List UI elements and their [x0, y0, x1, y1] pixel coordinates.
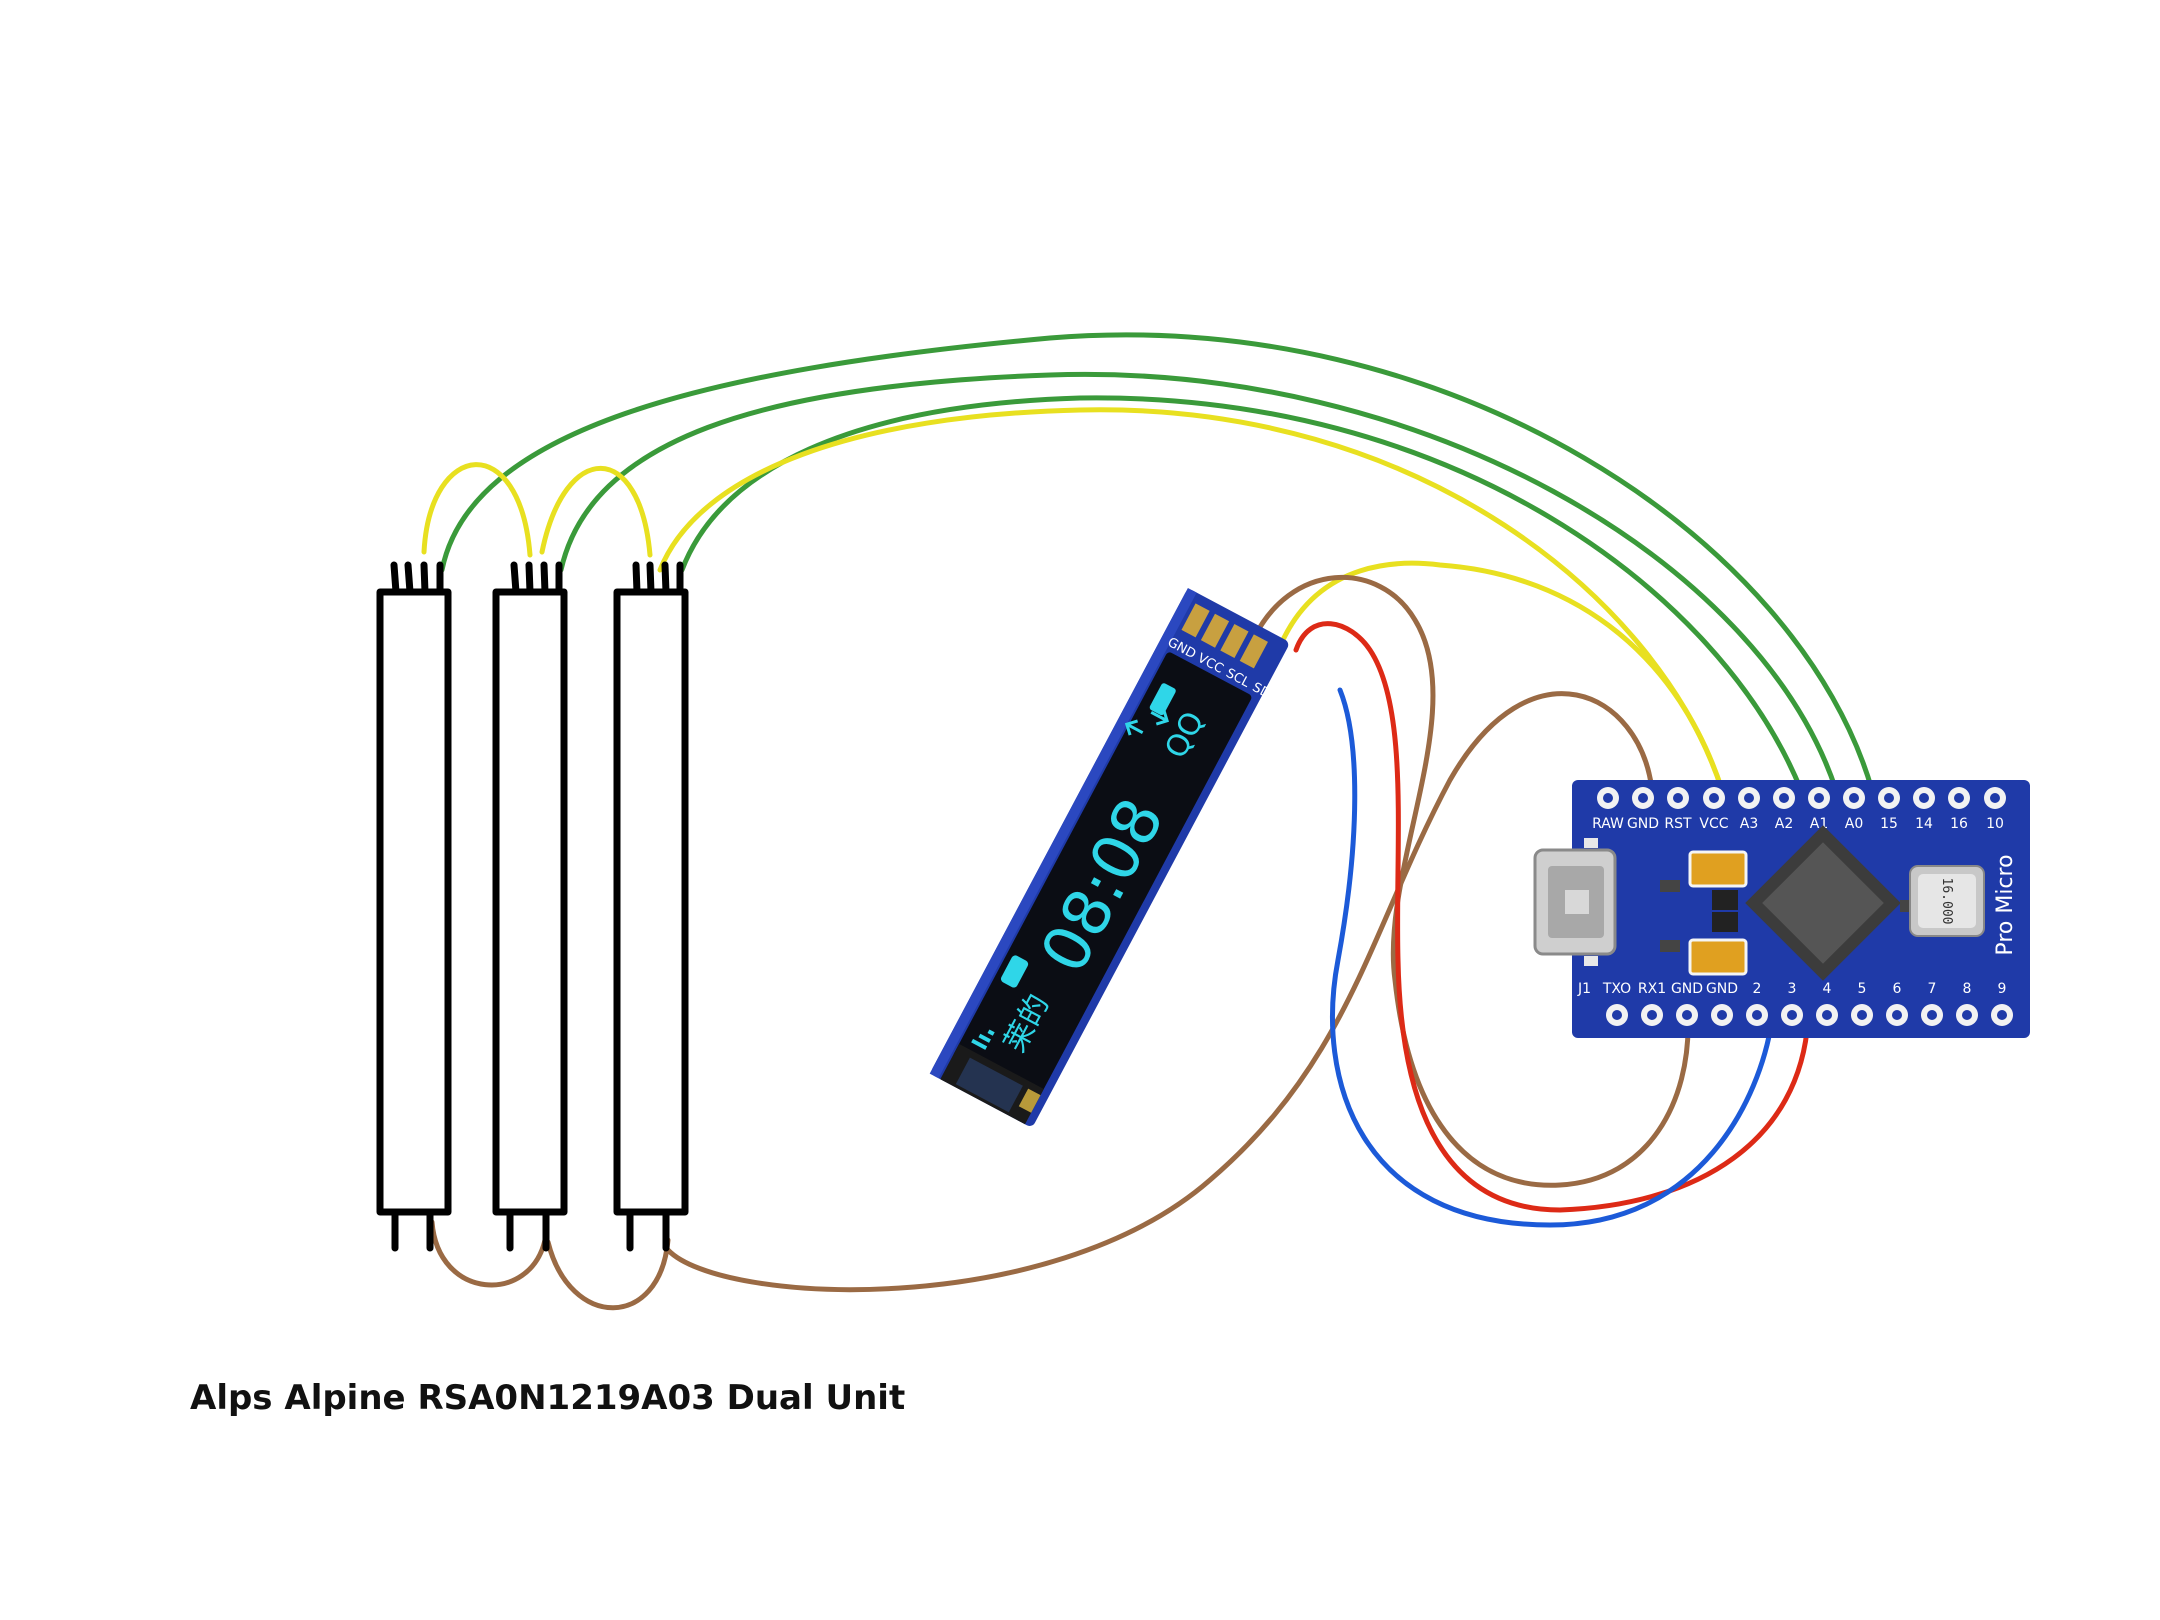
usb-connector: [1533, 848, 1617, 956]
pin-label: RAW: [1592, 816, 1624, 832]
bottom-pin-labels: TXO RX1 GND GND 2 3 4 5 6 7 8 9: [1602, 981, 2007, 997]
pin-label: 2: [1753, 981, 1762, 997]
top-pin-row: [1597, 787, 2006, 809]
oled-header: [1181, 603, 1268, 669]
pro-micro-board: RAW GND RST VCC A3 A2 A1 A0 15 14 16 10: [1533, 780, 2030, 1038]
slide-pot-3: [613, 561, 689, 1252]
oled-display-module: GND VCC SCL SDA 08:08 莱的 QQ: [929, 587, 1289, 1126]
wire-yellow-pot2-pot3: [539, 465, 653, 558]
wires: [421, 332, 1875, 1311]
slide-pot-2: [492, 561, 568, 1252]
wire-red-scl-pin3: [1293, 621, 1811, 1213]
pin-label: A2: [1775, 816, 1793, 832]
wire-brown-oled-gnd: [1249, 575, 1691, 1188]
pin-label: 4: [1823, 981, 1832, 997]
pin-label: 8: [1963, 981, 1972, 997]
pin-label: 9: [1998, 981, 2007, 997]
pin-label: GND: [1671, 981, 1703, 997]
wire-blue-sda-pin2: [1330, 687, 1775, 1228]
crystal-label: 16.000: [1939, 878, 1954, 925]
battery-icon: [1149, 683, 1176, 716]
wire-brown-pot2-pot3-bottom: [545, 1237, 671, 1311]
bottom-pin-row: [1606, 1004, 2013, 1026]
pin-label: RX1: [1638, 981, 1666, 997]
crystal-oscillator: 16.000: [1909, 865, 1985, 937]
pin-label: 16: [1950, 816, 1968, 832]
pin-label: TXO: [1602, 981, 1631, 997]
pin-label: 6: [1893, 981, 1902, 997]
pin-label: RST: [1664, 816, 1692, 832]
top-pin-labels: RAW GND RST VCC A3 A2 A1 A0 15 14 16 10: [1592, 816, 2004, 832]
oled-glass: [953, 652, 1252, 1101]
smd-components: [1584, 838, 1920, 976]
diagram-caption: Alps Alpine RSA0N1219A03 Dual Unit: [190, 1378, 906, 1418]
wire-yellow-pot3-vcc: [657, 407, 1725, 793]
pin-label: GND: [1627, 816, 1659, 832]
signal-icon: [971, 1029, 995, 1050]
pin-label: 5: [1858, 981, 1867, 997]
pin-label: A0: [1845, 816, 1863, 832]
wire-yellow-pot1-pot2: [421, 462, 533, 558]
wire-brown-pot1-pot2-bottom: [429, 1219, 548, 1288]
wire-yellow-oled-vcc: [1279, 560, 1725, 793]
wire-green-pot1-a0: [439, 332, 1875, 793]
pin-label: 3: [1788, 981, 1797, 997]
pin-label: 7: [1928, 981, 1937, 997]
j1-label: J1: [1577, 981, 1591, 997]
pin-label: VCC: [1699, 816, 1728, 832]
wire-green-pot2-a1: [558, 371, 1839, 793]
microcontroller-chip: [1745, 825, 1901, 981]
pin-label: 14: [1915, 816, 1933, 832]
slide-pot-1: [376, 561, 452, 1252]
wire-brown-pot3-gnd: [665, 691, 1655, 1293]
transfer-arrows-icon: [1124, 709, 1169, 736]
pin-label: GND: [1706, 981, 1738, 997]
pin-label: A3: [1740, 816, 1758, 832]
board-name-label: Pro Micro: [1993, 854, 2018, 955]
pin-label: 15: [1880, 816, 1898, 832]
message-icon: [1000, 955, 1029, 988]
pin-label: 10: [1986, 816, 2004, 832]
